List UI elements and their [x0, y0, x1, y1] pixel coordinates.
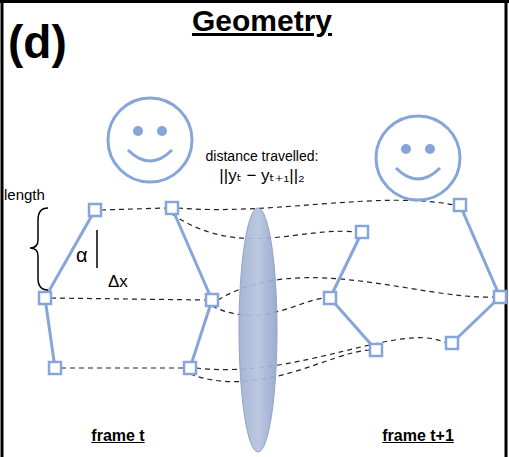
- correspondence-line: [196, 338, 446, 370]
- eye: [157, 126, 167, 136]
- joint-marker: [166, 202, 178, 214]
- panel-border: [1, 0, 4, 457]
- smile: [128, 150, 172, 161]
- joint-marker: [324, 292, 336, 304]
- eye: [133, 126, 143, 136]
- dimension-label: length: [4, 186, 45, 203]
- eye: [401, 144, 411, 154]
- formula: ||yₜ − yₜ₊₁||₂: [219, 166, 304, 186]
- distance-ellipse: [239, 208, 277, 452]
- limb-line: [452, 205, 500, 343]
- frame-caption: frame t: [91, 427, 144, 445]
- joint-marker: [39, 292, 51, 304]
- head-circle: [376, 116, 460, 200]
- correspondence-line: [101, 208, 166, 210]
- dimension-label: Δx: [108, 272, 128, 292]
- smile: [396, 168, 440, 179]
- correspondence-line: [51, 298, 206, 300]
- joint-marker: [356, 226, 368, 238]
- correspondence-line: [178, 200, 454, 209]
- joint-marker: [49, 362, 61, 374]
- angle-label: α: [76, 244, 88, 267]
- panel-border: [505, 0, 508, 457]
- angle-reference-line: [96, 230, 98, 268]
- correspondence-line: [61, 367, 184, 368]
- joint-marker: [494, 291, 506, 303]
- joint-marker: [370, 344, 382, 356]
- eye: [425, 144, 435, 154]
- panel-letter: (d): [8, 16, 67, 69]
- limb-line: [45, 210, 95, 368]
- length-brace: [30, 208, 48, 290]
- correspondence-line: [190, 350, 370, 382]
- joint-marker: [446, 337, 458, 349]
- head-circle: [108, 98, 192, 182]
- title: Geometry: [192, 4, 332, 39]
- joint-marker: [184, 362, 196, 374]
- limb-line: [172, 208, 212, 368]
- joint-marker: [454, 199, 466, 211]
- joint-marker: [89, 204, 101, 216]
- frame-caption: frame t+1: [382, 427, 454, 445]
- annotation-text: distance travelled:: [206, 148, 319, 164]
- joint-marker: [206, 294, 218, 306]
- panel-border: [0, 0, 509, 3]
